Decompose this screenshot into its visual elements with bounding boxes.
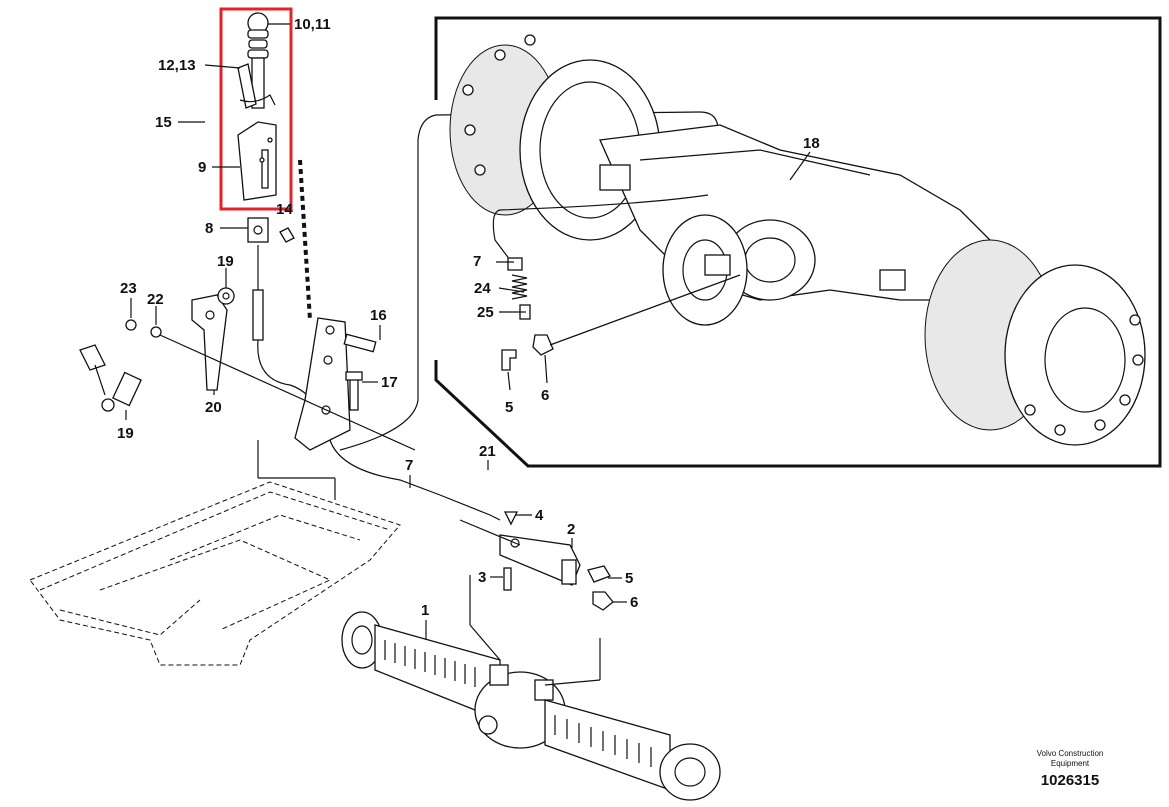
- callout-9: 9: [198, 159, 206, 176]
- callout-7-inset: 7: [473, 253, 481, 270]
- callout-22: 22: [147, 291, 164, 308]
- callout-3: 3: [478, 569, 486, 586]
- actuating-lever: [459, 511, 614, 611]
- right-wheel-hub: [924, 239, 1146, 446]
- callout-14: 14: [276, 201, 293, 218]
- callout-23: 23: [120, 280, 137, 297]
- callout-7-main: 7: [405, 457, 413, 474]
- dashed-rod: [298, 159, 312, 321]
- callout-4: 4: [535, 507, 544, 524]
- brand-line-1: Volvo Construction: [1037, 749, 1104, 758]
- callout-20: 20: [205, 399, 222, 416]
- axle-inset: [339, 16, 1162, 468]
- leader-lines: [125, 23, 627, 640]
- callout-25: 25: [477, 304, 494, 321]
- highlight-box: [219, 7, 293, 211]
- mounting-bracket: [294, 317, 377, 451]
- callout-19-upper: 19: [217, 253, 234, 270]
- callout-1: 1: [421, 602, 429, 619]
- cab-floor-plate: [29, 440, 401, 666]
- callout-12-13: 12,13: [158, 57, 196, 74]
- switch-bracket: [79, 287, 416, 451]
- callout-24: 24: [474, 280, 491, 297]
- parking-brake-lever: [237, 12, 295, 243]
- callout-18: 18: [803, 135, 820, 152]
- brand-line-2: Equipment: [1051, 759, 1090, 768]
- callout-17: 17: [381, 374, 398, 391]
- callout-19-lower: 19: [117, 425, 134, 442]
- brake-disc: [662, 214, 748, 326]
- callout-6-main: 6: [630, 594, 638, 611]
- callout-2: 2: [567, 521, 575, 538]
- callout-6-inset: 6: [541, 387, 549, 404]
- callout-10-11: 10,11: [294, 16, 331, 33]
- callout-16: 16: [370, 307, 387, 324]
- callout-21: 21: [479, 443, 496, 460]
- callout-8: 8: [205, 220, 213, 237]
- callout-15: 15: [155, 114, 172, 131]
- front-axle: [341, 575, 721, 801]
- callout-5-inset: 5: [505, 399, 513, 416]
- callout-5-main: 5: [625, 570, 633, 587]
- figure-number: 1026315: [1041, 772, 1099, 789]
- inset-brake-cable: [492, 194, 741, 371]
